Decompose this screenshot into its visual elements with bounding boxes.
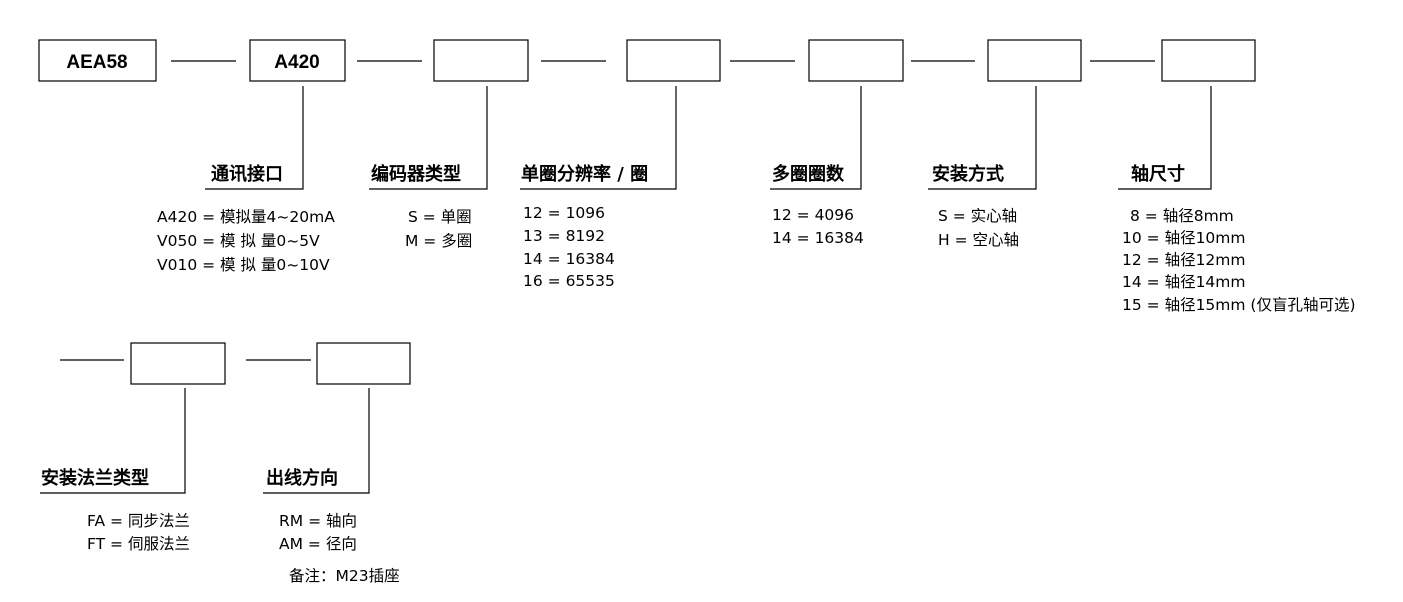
field-heading: 编码器类型 <box>371 163 461 185</box>
leader-line <box>369 86 488 190</box>
field-multi-turn-count: 多圈圈数 12 = 4096 14 = 16384 <box>770 39 904 247</box>
option-item: 10 = 轴径10mm <box>1122 229 1246 247</box>
connector-dashes <box>60 60 1155 361</box>
field-interface: A420 通讯接口 A420 = 模拟量4~20mA V050 = 模 拟 量0… <box>157 39 346 274</box>
field-heading: 单圈分辨率 / 圈 <box>521 163 648 185</box>
option-item: 14 = 轴径14mm <box>1122 273 1246 291</box>
leader-line <box>520 86 677 190</box>
option-item: 12 = 4096 <box>772 206 854 224</box>
leader-line <box>205 86 304 190</box>
code-box-flange <box>130 342 226 385</box>
option-item: V010 = 模 拟 量0~10V <box>157 256 330 274</box>
code-box-cable-direction <box>316 342 411 385</box>
option-item: 14 = 16384 <box>523 250 615 268</box>
option-item: 8 = 轴径8mm <box>1130 207 1234 225</box>
leader-line <box>40 388 186 494</box>
field-heading: 通讯接口 <box>211 163 283 185</box>
field-shaft-size: 轴尺寸 8 = 轴径8mm 10 = 轴径10mm 12 = 轴径12mm 14… <box>1118 39 1356 314</box>
field-heading: 安装法兰类型 <box>41 467 149 489</box>
field-heading: 轴尺寸 <box>1131 163 1185 185</box>
option-item: S = 实心轴 <box>938 207 1017 225</box>
code-box-series <box>38 39 157 82</box>
code-box-shaft-size <box>1161 39 1256 82</box>
code-value: A420 <box>274 52 319 73</box>
code-value: AEA58 <box>66 52 127 73</box>
option-item: 13 = 8192 <box>523 227 605 245</box>
option-item: S = 单圈 <box>408 208 472 226</box>
field-heading: 多圈圈数 <box>772 163 845 185</box>
option-item: FT = 伺服法兰 <box>87 535 190 553</box>
option-item: 12 = 轴径12mm <box>1122 251 1246 269</box>
leader-line <box>1118 86 1212 190</box>
option-item: H = 空心轴 <box>938 231 1019 249</box>
code-box-interface <box>249 39 346 82</box>
leader-line <box>770 86 862 190</box>
option-item: 16 = 65535 <box>523 272 615 290</box>
option-item: 15 = 轴径15mm (仅盲孔轴可选) <box>1122 296 1356 314</box>
code-box-multi-turn <box>808 39 904 82</box>
code-box-encoder-type <box>433 39 529 82</box>
option-item: 14 = 16384 <box>772 229 864 247</box>
note-text: 备注：M23插座 <box>289 567 400 585</box>
leader-line <box>928 86 1037 190</box>
field-encoder-type: 编码器类型 S = 单圈 M = 多圈 <box>369 39 529 250</box>
option-item: 12 = 1096 <box>523 204 605 222</box>
field-single-turn-resolution: 单圈分辨率 / 圈 12 = 1096 13 = 8192 14 = 16384… <box>520 39 721 290</box>
option-item: V050 = 模 拟 量0~5V <box>157 232 320 250</box>
field-heading: 安装方式 <box>932 163 1004 185</box>
option-item: RM = 轴向 <box>279 512 357 530</box>
option-item: M = 多圈 <box>405 232 472 250</box>
field-heading: 出线方向 <box>266 467 338 489</box>
field-series: AEA58 <box>38 39 157 82</box>
code-box-resolution <box>626 39 721 82</box>
field-mounting-type: 安装方式 S = 实心轴 H = 空心轴 <box>928 39 1082 249</box>
leader-line <box>263 388 370 494</box>
option-item: FA = 同步法兰 <box>87 512 190 530</box>
field-flange-type: 安装法兰类型 FA = 同步法兰 FT = 伺服法兰 <box>40 342 226 553</box>
field-cable-direction: 出线方向 RM = 轴向 AM = 径向 备注：M23插座 <box>263 342 411 585</box>
option-item: A420 = 模拟量4~20mA <box>157 208 335 226</box>
option-item: AM = 径向 <box>279 535 357 553</box>
code-box-mounting <box>987 39 1082 82</box>
